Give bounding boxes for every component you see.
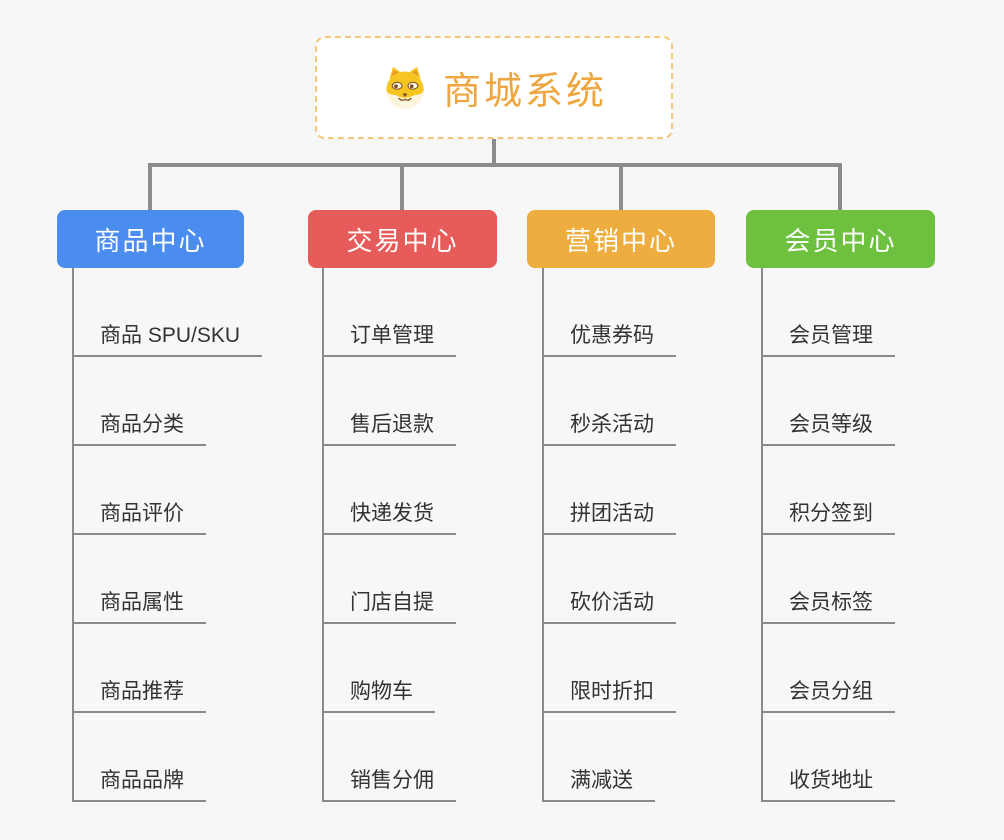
subtopic-shopping-cart[interactable]: 购物车 <box>322 675 435 713</box>
shiba-dog-icon <box>386 66 424 109</box>
subtopic-store-pickup[interactable]: 门店自提 <box>322 586 456 624</box>
connector-drop-marketing <box>619 163 623 210</box>
connector-drop-trade <box>400 163 404 210</box>
branch-label: 交易中心 <box>346 225 459 256</box>
branch-label: 商品中心 <box>94 225 207 256</box>
subtopic-sales-commission[interactable]: 销售分佣 <box>322 764 456 802</box>
subtopic-product-brand[interactable]: 商品品牌 <box>72 764 206 802</box>
subtopic-order-management[interactable]: 订单管理 <box>322 319 456 357</box>
branch-node-trade-center[interactable]: 交易中心 <box>308 210 497 268</box>
subtopic-coupon-code[interactable]: 优惠券码 <box>542 319 676 357</box>
subtopic-member-management[interactable]: 会员管理 <box>761 319 895 357</box>
subtopic-points-checkin[interactable]: 积分签到 <box>761 497 895 535</box>
branch-label: 营销中心 <box>564 225 677 256</box>
subtopic-shipping-address[interactable]: 收货地址 <box>761 764 895 802</box>
subtopic-product-category[interactable]: 商品分类 <box>72 408 206 446</box>
connector-drop-product <box>148 163 152 210</box>
subtopic-group-buy[interactable]: 拼团活动 <box>542 497 676 535</box>
root-title: 商城系统 <box>442 71 607 113</box>
subtopic-product-review[interactable]: 商品评价 <box>72 497 206 535</box>
subtopic-member-group[interactable]: 会员分组 <box>761 675 895 713</box>
branch-node-product-center[interactable]: 商品中心 <box>57 210 244 268</box>
connector-drop-member <box>838 163 842 210</box>
subtopic-member-tag[interactable]: 会员标签 <box>761 586 895 624</box>
subtopic-product-attribute[interactable]: 商品属性 <box>72 586 206 624</box>
subtopic-express-delivery[interactable]: 快递发货 <box>322 497 456 535</box>
root-node[interactable]: 商城系统 <box>315 36 673 139</box>
subtopic-flash-sale[interactable]: 秒杀活动 <box>542 408 676 446</box>
subtopic-product-recommend[interactable]: 商品推荐 <box>72 675 206 713</box>
subtopic-product-spu-sku[interactable]: 商品 SPU/SKU <box>72 319 263 357</box>
branch-label: 会员中心 <box>784 225 897 256</box>
subtopic-bargain-activity[interactable]: 砍价活动 <box>542 586 676 624</box>
subtopic-full-reduction[interactable]: 满减送 <box>542 764 655 802</box>
subtopic-limited-time-discount[interactable]: 限时折扣 <box>542 675 676 713</box>
subtopic-member-level[interactable]: 会员等级 <box>761 408 895 446</box>
subtopic-aftersale-refund[interactable]: 售后退款 <box>322 408 456 446</box>
branch-node-marketing-center[interactable]: 营销中心 <box>527 210 715 268</box>
connector-root-stub <box>492 139 496 165</box>
branch-node-member-center[interactable]: 会员中心 <box>746 210 935 268</box>
connector-horizontal <box>149 163 841 167</box>
